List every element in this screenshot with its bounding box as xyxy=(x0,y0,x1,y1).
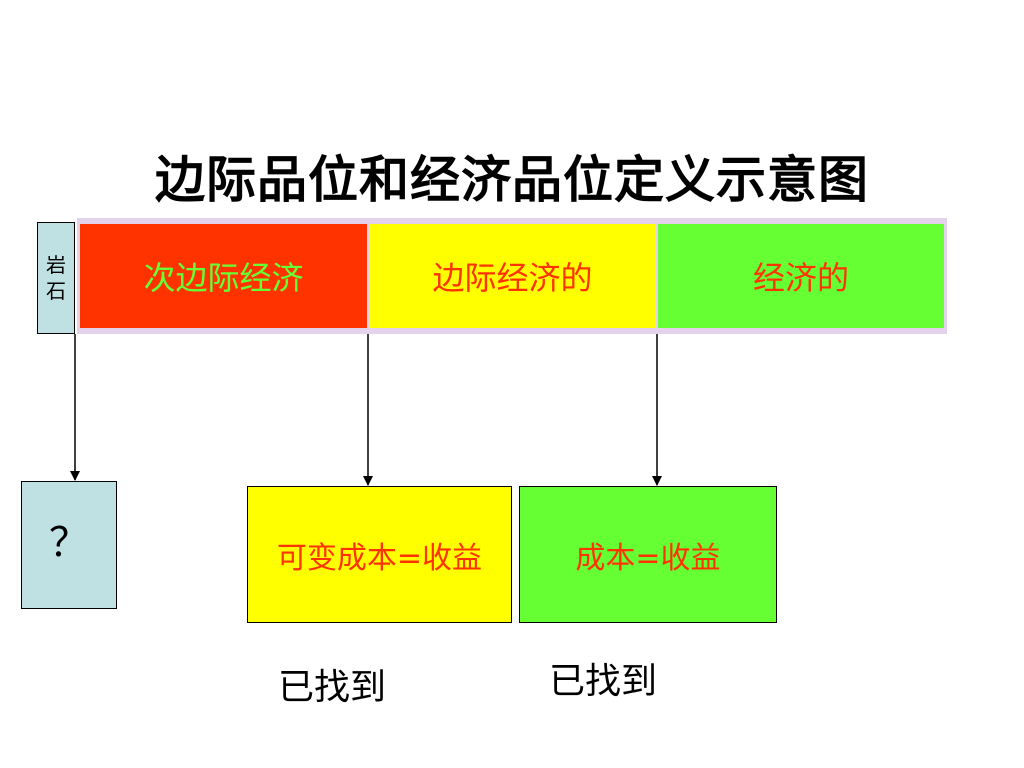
segment-sub-marginal-label: 次边际经济 xyxy=(143,259,304,297)
segment-sub-marginal: 次边际经济 xyxy=(80,224,367,328)
unknown-box: ？ xyxy=(21,481,117,609)
rock-label: 岩 石 xyxy=(46,252,66,304)
segment-economic: 经济的 xyxy=(658,224,944,328)
question-mark: ？ xyxy=(49,520,89,566)
rock-label-line2: 石 xyxy=(46,279,66,303)
cost-box: 成本=收益 xyxy=(519,486,777,623)
segment-marginal: 边际经济的 xyxy=(369,224,656,328)
variable-cost-box: 可变成本=收益 xyxy=(247,486,512,623)
variable-cost-label: 可变成本=收益 xyxy=(276,540,483,576)
segment-economic-label: 经济的 xyxy=(752,259,849,297)
rock-label-line1: 岩 xyxy=(46,253,66,277)
cost-label: 成本=收益 xyxy=(575,540,721,576)
slide-title: 边际品位和经济品位定义示意图 xyxy=(155,150,869,209)
rock-box: 岩 石 xyxy=(37,222,75,334)
found-label-1: 已找到 xyxy=(278,667,387,708)
found-label-2: 已找到 xyxy=(549,661,658,702)
segment-marginal-label: 边际经济的 xyxy=(432,259,593,297)
grade-bar: 次边际经济 边际经济的 经济的 xyxy=(77,218,947,334)
